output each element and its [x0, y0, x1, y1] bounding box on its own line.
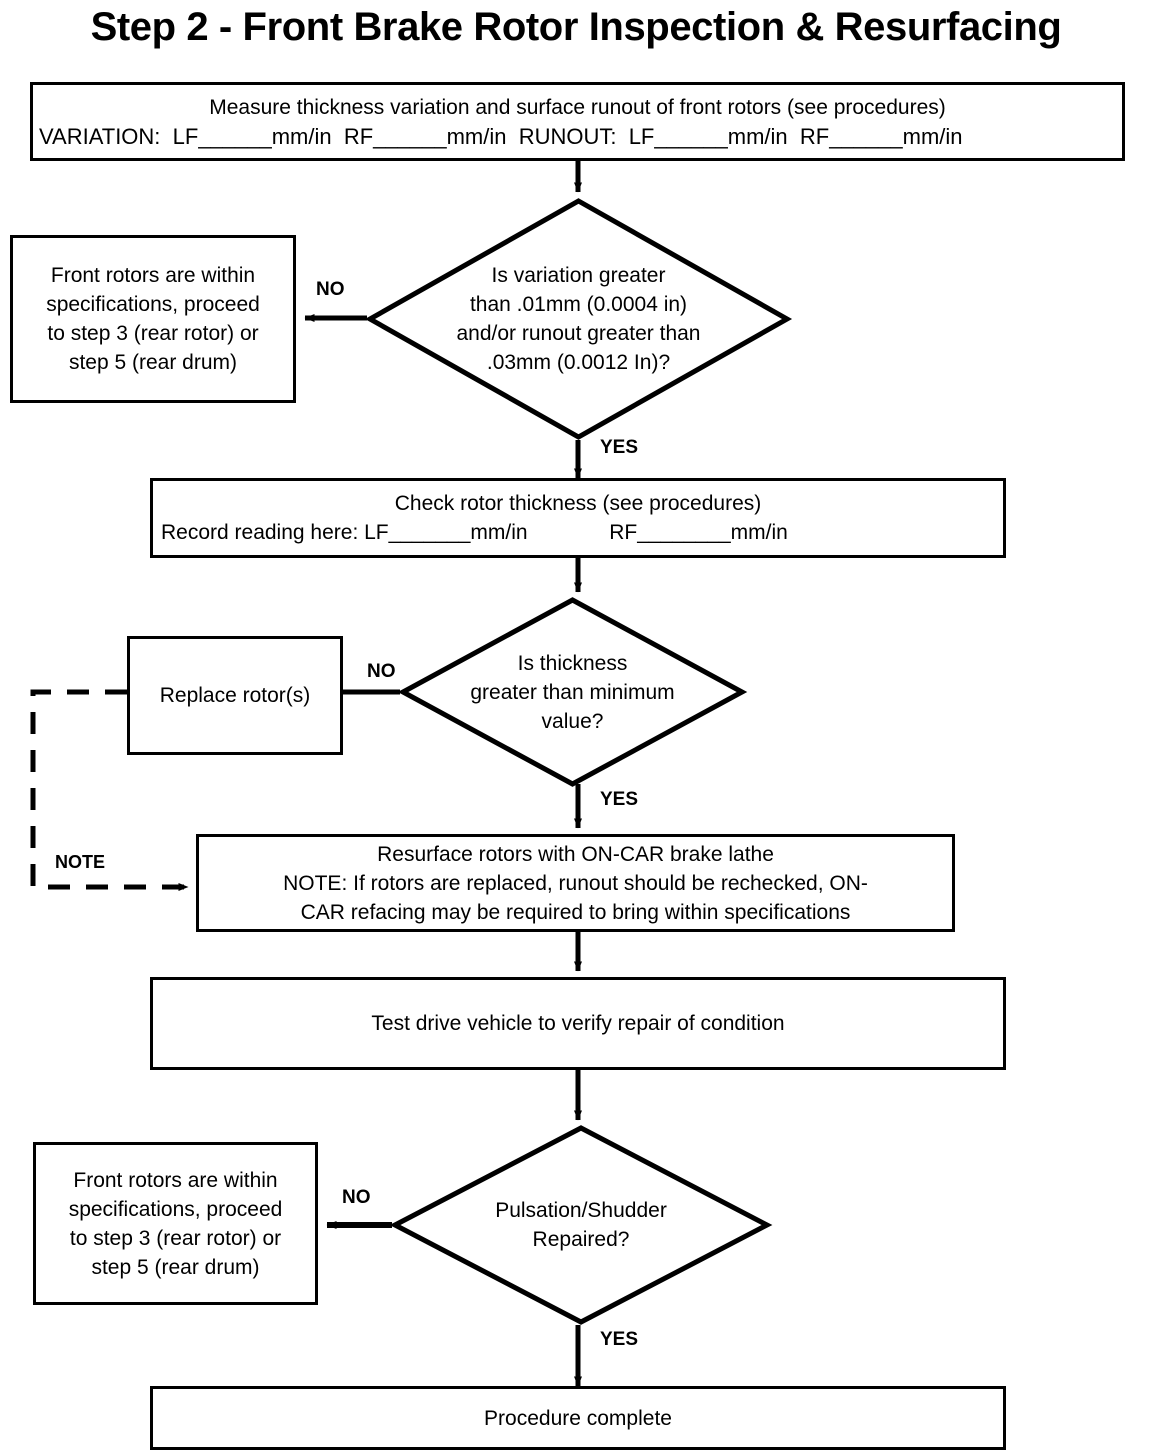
node-check-thickness-line2: Record reading here: LF_______mm/in RF__… [161, 521, 788, 544]
node-within-spec-top: Front rotors are within specifications, … [10, 235, 296, 403]
edge-label-pulsation-no: NO [342, 1187, 371, 1208]
node-variation-decision-line3: and/or runout greater than [456, 322, 701, 345]
node-resurface: Resurface rotors with ON-CAR brake lathe… [196, 834, 955, 932]
node-variation-decision-line2: than .01mm (0.0004 in) [469, 293, 688, 316]
node-thickness-decision-line3: value? [541, 709, 604, 733]
node-variation-decision: Is variation greater than .01mm (0.0004 … [364, 198, 793, 440]
edge-label-thickness-yes: YES [600, 789, 639, 810]
node-within-spec-top-line3: to step 3 (rear rotor) or [47, 322, 259, 345]
node-procedure-complete-line1: Procedure complete [484, 1406, 672, 1430]
node-thickness-decision-line2: greater than minimum [470, 680, 675, 704]
node-within-spec-top-line1: Front rotors are within [50, 264, 256, 287]
node-replace-rotors-line1: Replace rotor(s) [159, 684, 311, 707]
node-resurface-line2: NOTE: If rotors are replaced, runout sho… [283, 871, 868, 895]
node-pulsation-decision-line2: Repaired? [532, 1228, 630, 1251]
node-within-spec-bottom-line4: step 5 (rear drum) [91, 1255, 260, 1279]
node-pulsation-decision: Pulsation/Shudder Repaired? [389, 1125, 773, 1325]
node-thickness-decision: Is thickness greater than minimum value? [397, 597, 748, 787]
node-resurface-line3: CAR refacing may be required to bring wi… [300, 900, 851, 924]
node-pulsation-decision-line1: Pulsation/Shudder [495, 1199, 667, 1222]
node-thickness-decision-line1: Is thickness [517, 651, 628, 675]
page-title: Step 2 - Front Brake Rotor Inspection & … [90, 5, 1062, 49]
node-check-thickness-line1: Check rotor thickness (see procedures) [394, 492, 762, 515]
node-within-spec-bottom-line1: Front rotors are within [73, 1168, 278, 1192]
edge-label-variation-no: NO [316, 279, 345, 300]
node-within-spec-bottom-line3: to step 3 (rear rotor) or [69, 1226, 282, 1250]
node-measure-line1: Measure thickness variation and surface … [209, 95, 946, 119]
node-procedure-complete: Procedure complete [150, 1386, 1006, 1450]
node-test-drive: Test drive vehicle to verify repair of c… [150, 977, 1006, 1070]
node-variation-decision-line4: .03mm (0.0012 In)? [486, 351, 671, 374]
node-within-spec-bottom-line2: specifications, proceed [68, 1197, 283, 1221]
node-measure: Measure thickness variation and surface … [30, 82, 1125, 161]
node-replace-rotors: Replace rotor(s) [127, 636, 343, 755]
node-measure-line2: VARIATION: LF______mm/in RF______mm/in R… [39, 123, 963, 149]
node-within-spec-top-line2: specifications, proceed [46, 293, 260, 316]
node-within-spec-bottom: Front rotors are within specifications, … [33, 1142, 318, 1305]
node-check-thickness: Check rotor thickness (see procedures) R… [150, 478, 1006, 558]
node-resurface-line1: Resurface rotors with ON-CAR brake lathe [377, 842, 774, 866]
node-test-drive-line1: Test drive vehicle to verify repair of c… [371, 1012, 785, 1035]
node-within-spec-top-line4: step 5 (rear drum) [68, 351, 238, 374]
node-variation-decision-line1: Is variation greater [491, 264, 666, 287]
edge-label-note: NOTE [55, 852, 106, 872]
edge-label-thickness-no: NO [367, 661, 396, 682]
edge-label-variation-yes: YES [600, 437, 639, 458]
edge-label-pulsation-yes: YES [600, 1329, 639, 1350]
